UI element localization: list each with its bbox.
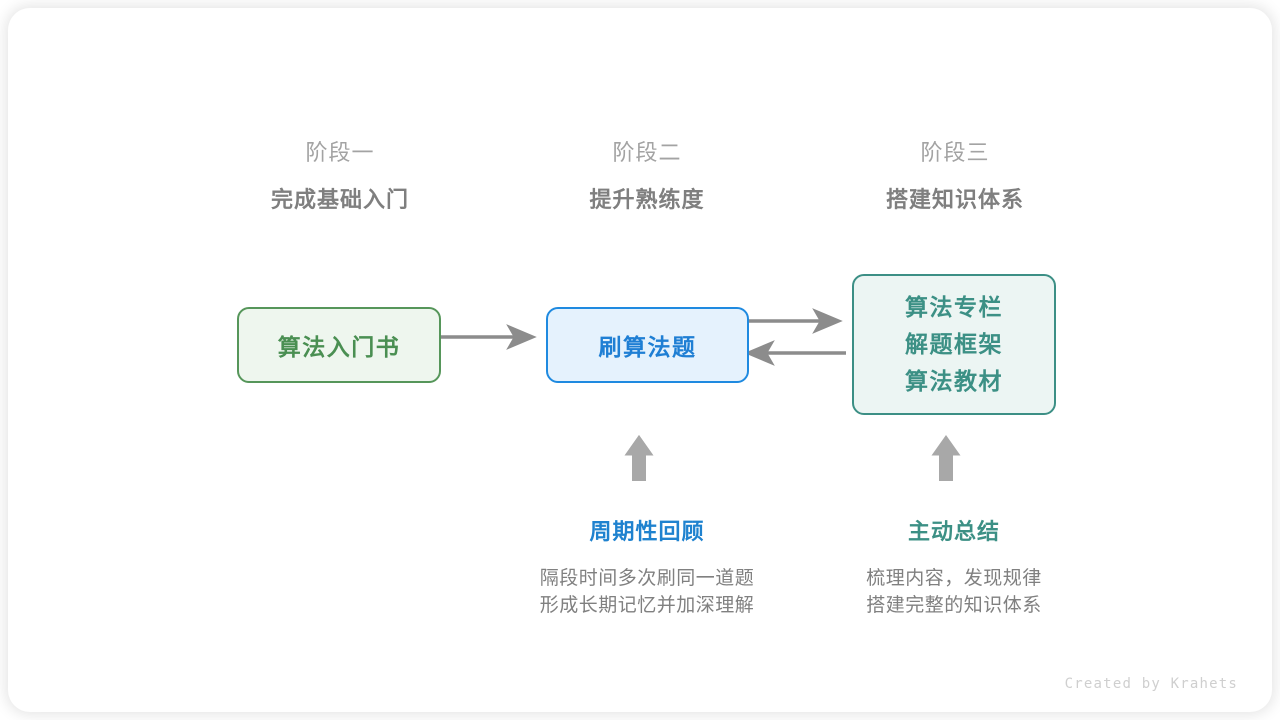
stage-1-title: 阶段一 [305,140,375,165]
note-2-title: 主动总结 [907,519,1000,544]
stage-header-3: 阶段三 搭建知识体系 [835,138,1075,215]
note-1-title: 周期性回顾 [589,519,705,544]
arrow-review-up-icon [625,435,653,481]
note-periodic-review: 周期性回顾 隔段时间多次刷同一道题 形成长期记忆并加深理解 [497,517,797,619]
stage-3-title: 阶段三 [920,140,990,165]
note-1-body-line-2: 形成长期记忆并加深理解 [539,595,755,616]
stage-header-1: 阶段一 完成基础入门 [220,138,460,215]
note-active-summary: 主动总结 梳理内容，发现规律 搭建完整的知识体系 [804,517,1104,619]
node-system-line-2: 解题框架 [905,331,1003,357]
node-system-line-1: 算法专栏 [905,294,1003,320]
stage-header-2: 阶段二 提升熟练度 [527,138,767,215]
stage-3-subtitle: 搭建知识体系 [885,187,1024,212]
node-practice-label: 刷算法题 [598,334,697,360]
note-1-body: 隔段时间多次刷同一道题 形成长期记忆并加深理解 [497,565,797,619]
footer-credit: Created by Krahets [1064,676,1238,692]
note-2-body: 梳理内容，发现规律 搭建完整的知识体系 [804,565,1104,619]
stage-2-title: 阶段二 [612,140,682,165]
note-1-body-line-1: 隔段时间多次刷同一道题 [539,568,755,589]
node-algorithm-intro-book[interactable]: 算法入门书 [237,307,441,383]
node-knowledge-system[interactable]: 算法专栏 解题框架 算法教材 [852,274,1056,415]
arrow-review-up [624,435,654,481]
node-book-label: 算法入门书 [277,334,401,360]
note-2-body-line-1: 梳理内容，发现规律 [866,568,1042,589]
arrow-summary-up [931,435,961,481]
note-2-body-line-2: 搭建完整的知识体系 [866,595,1042,616]
stage-1-subtitle: 完成基础入门 [270,187,409,212]
diagram-canvas: 阶段一 完成基础入门 阶段二 提升熟练度 阶段三 搭建知识体系 算法入门书 [8,8,1272,712]
stage-2-subtitle: 提升熟练度 [589,187,705,212]
node-system-line-3: 算法教材 [905,368,1003,394]
node-practice-problems[interactable]: 刷算法题 [546,307,749,383]
